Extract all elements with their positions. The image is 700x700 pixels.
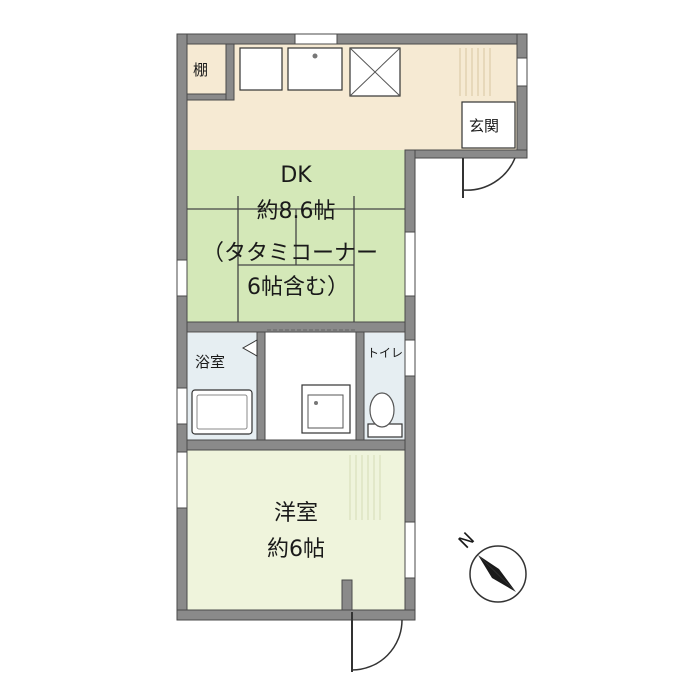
tatami-grid [187, 196, 405, 322]
interior-walls [186, 43, 406, 611]
sink-drain-icon [312, 53, 318, 59]
entrance-box [461, 101, 516, 149]
entrance-label: 玄関 [469, 117, 499, 135]
western-size: 約6帖 [267, 537, 325, 562]
exterior-walls [176, 33, 528, 621]
western-floor [187, 450, 405, 610]
compass-label: N [455, 529, 479, 553]
bath-label: 浴室 [195, 353, 225, 371]
western-name: 洋室 [274, 501, 318, 526]
dk-note-line2: 6帖含む） [247, 275, 349, 300]
windows [176, 33, 528, 579]
bath-door-icon [241, 339, 258, 357]
shelf-label: 棚 [193, 61, 208, 79]
compass-north-icon: N [455, 529, 527, 603]
western-room-door-icon [351, 612, 403, 672]
light-hatching-corridor [459, 48, 491, 96]
light-hatching-western [349, 455, 381, 520]
stove-icon [349, 47, 401, 97]
entrance-door-icon [462, 157, 516, 198]
dk-size: 約8.6帖 [257, 199, 336, 224]
toilet-label: トイレ [367, 346, 403, 360]
dk-name: DK [280, 163, 312, 188]
kitchen-counter-left [239, 47, 283, 91]
toilet-icon [367, 392, 403, 438]
dk-note-line1: （タタミコーナー [202, 241, 378, 266]
